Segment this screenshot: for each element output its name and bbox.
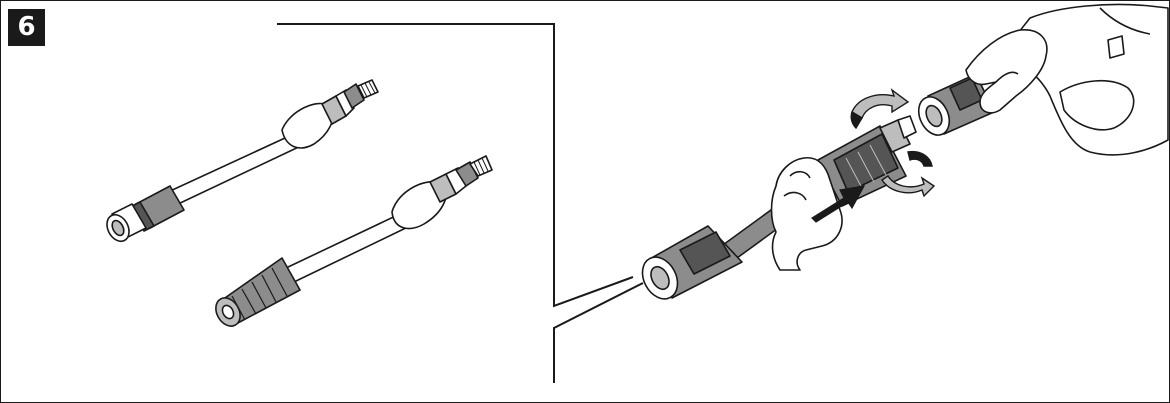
lance-cap — [917, 73, 995, 136]
lower-gloved-hand — [770, 156, 843, 271]
adjustable-spray-lance — [106, 79, 379, 243]
turbo-nozzle-lance — [215, 155, 493, 327]
step-number-badge: 6 — [8, 9, 45, 46]
callout-lines — [277, 23, 644, 383]
rotate-arrows-icon — [850, 88, 936, 198]
push-arrow-icon — [807, 185, 866, 223]
upper-gloved-hand — [965, 29, 1048, 114]
